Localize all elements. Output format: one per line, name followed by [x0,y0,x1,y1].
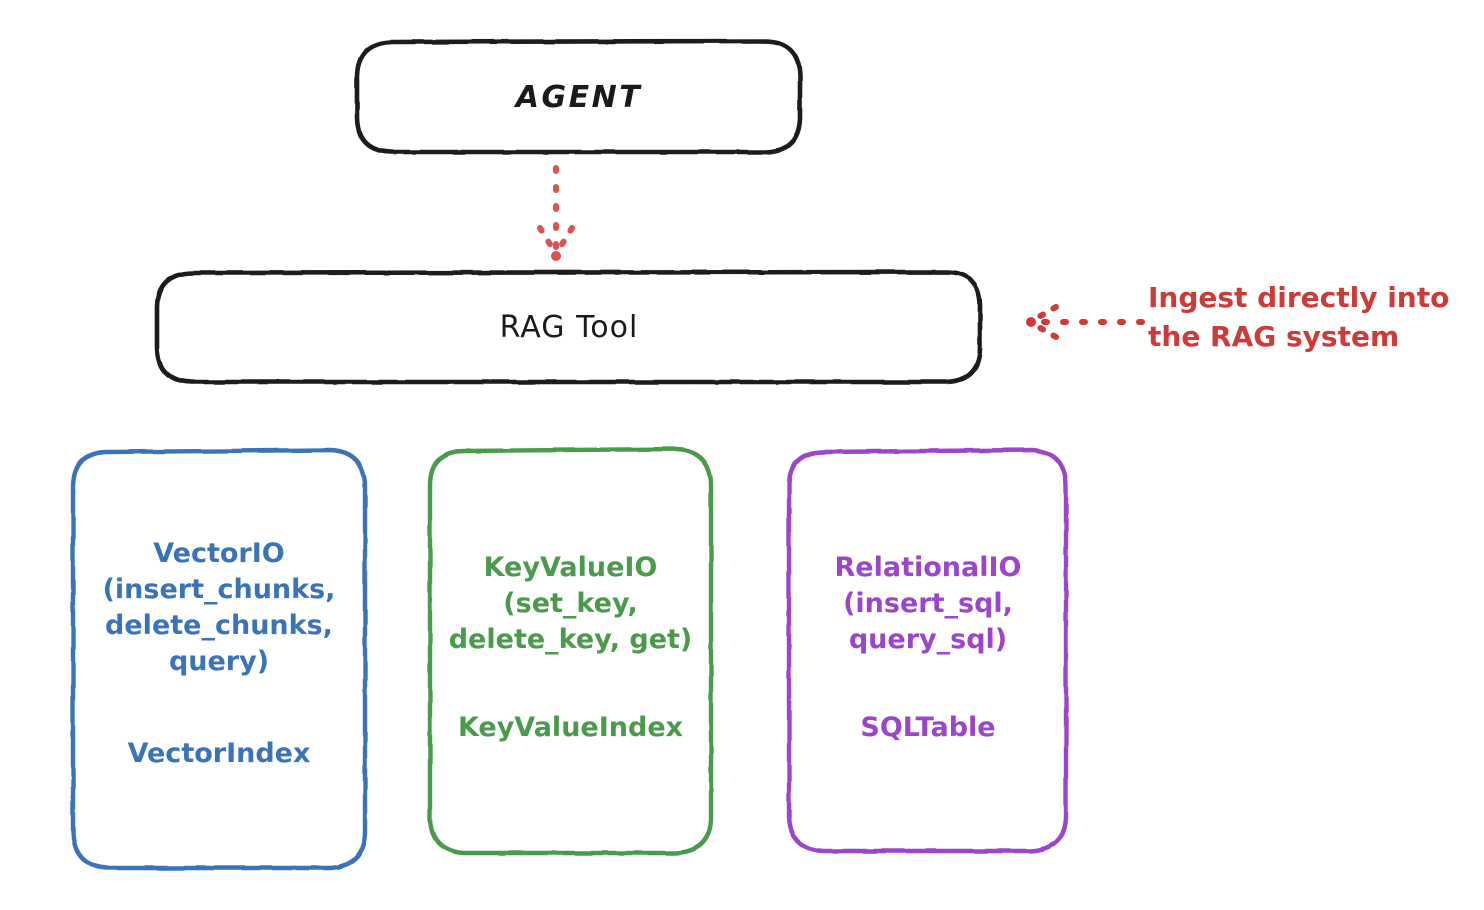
agent-box[interactable] [354,38,803,155]
keyvalue-io-api-label: KeyValueIO (set_key, delete_key, get) [448,552,693,655]
ingest-annotation-label: Ingest directly into the RAG system [1148,281,1450,353]
vector-index-label: VectorIndex [127,738,311,769]
keyvalue-io-box[interactable] [427,446,714,856]
rag-tool-box[interactable] [154,269,983,385]
relational-io-api-label: RelationalIO (insert_sql, query_sql) [834,552,1022,655]
ingest-arrow-icon [1026,304,1145,340]
relational-table-label: SQLTable [860,712,996,743]
vector-io-api-label: VectorIO (insert_chunks, delete_chunks, … [102,538,336,677]
keyvalue-index-label: KeyValueIndex [457,712,684,743]
vector-io-box[interactable] [70,447,368,871]
agent-to-rag-arrow-icon [537,165,575,261]
relational-io-box[interactable] [786,447,1069,854]
